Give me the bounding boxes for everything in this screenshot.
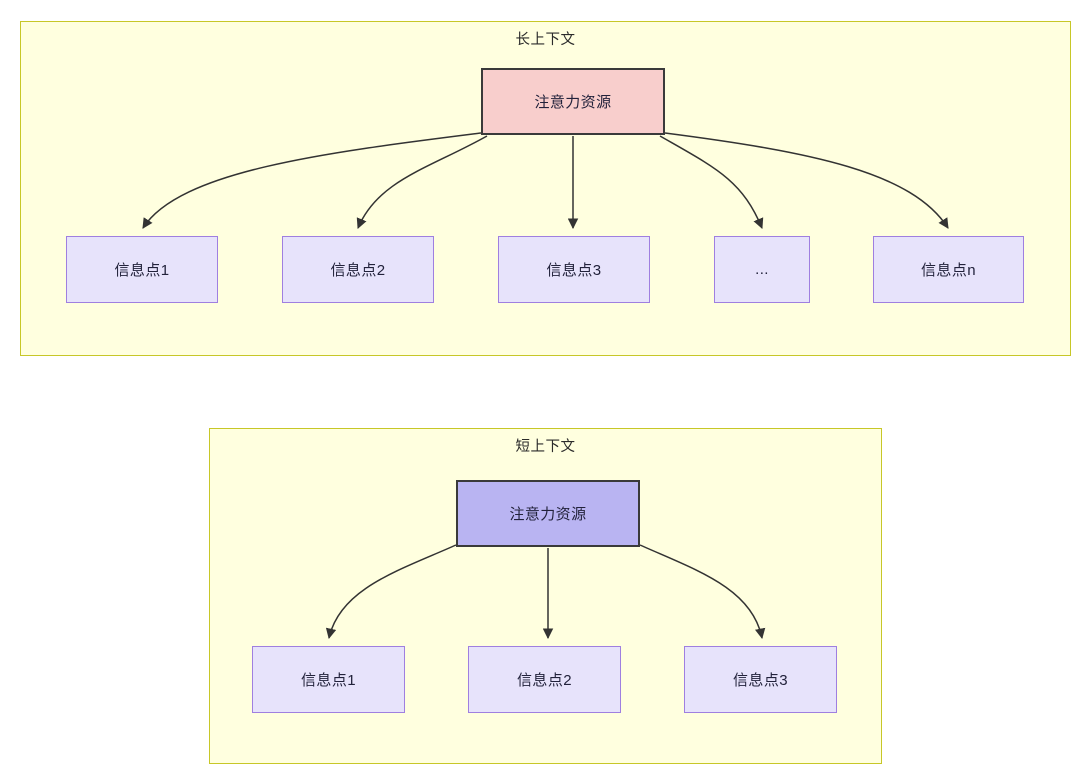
node-info-point-short-1[interactable]: 信息点1	[252, 646, 405, 713]
node-info-point-long-1[interactable]: 信息点1	[66, 236, 218, 303]
node-attention-resource-short[interactable]: 注意力资源	[456, 480, 640, 547]
node-info-point-short-2[interactable]: 信息点2	[468, 646, 621, 713]
panel-short-context-title: 短上下文	[515, 439, 576, 455]
node-info-point-long-2[interactable]: 信息点2	[282, 236, 434, 303]
node-attention-resource-long[interactable]: 注意力资源	[481, 68, 665, 135]
node-info-point-long-n[interactable]: 信息点n	[873, 236, 1024, 303]
panel-short-context: 短上下文	[209, 428, 882, 764]
node-info-point-short-3[interactable]: 信息点3	[684, 646, 837, 713]
panel-long-context-title: 长上下文	[515, 32, 576, 48]
node-info-point-long-3[interactable]: 信息点3	[498, 236, 650, 303]
node-info-point-long-ellipsis[interactable]: ...	[714, 236, 810, 303]
